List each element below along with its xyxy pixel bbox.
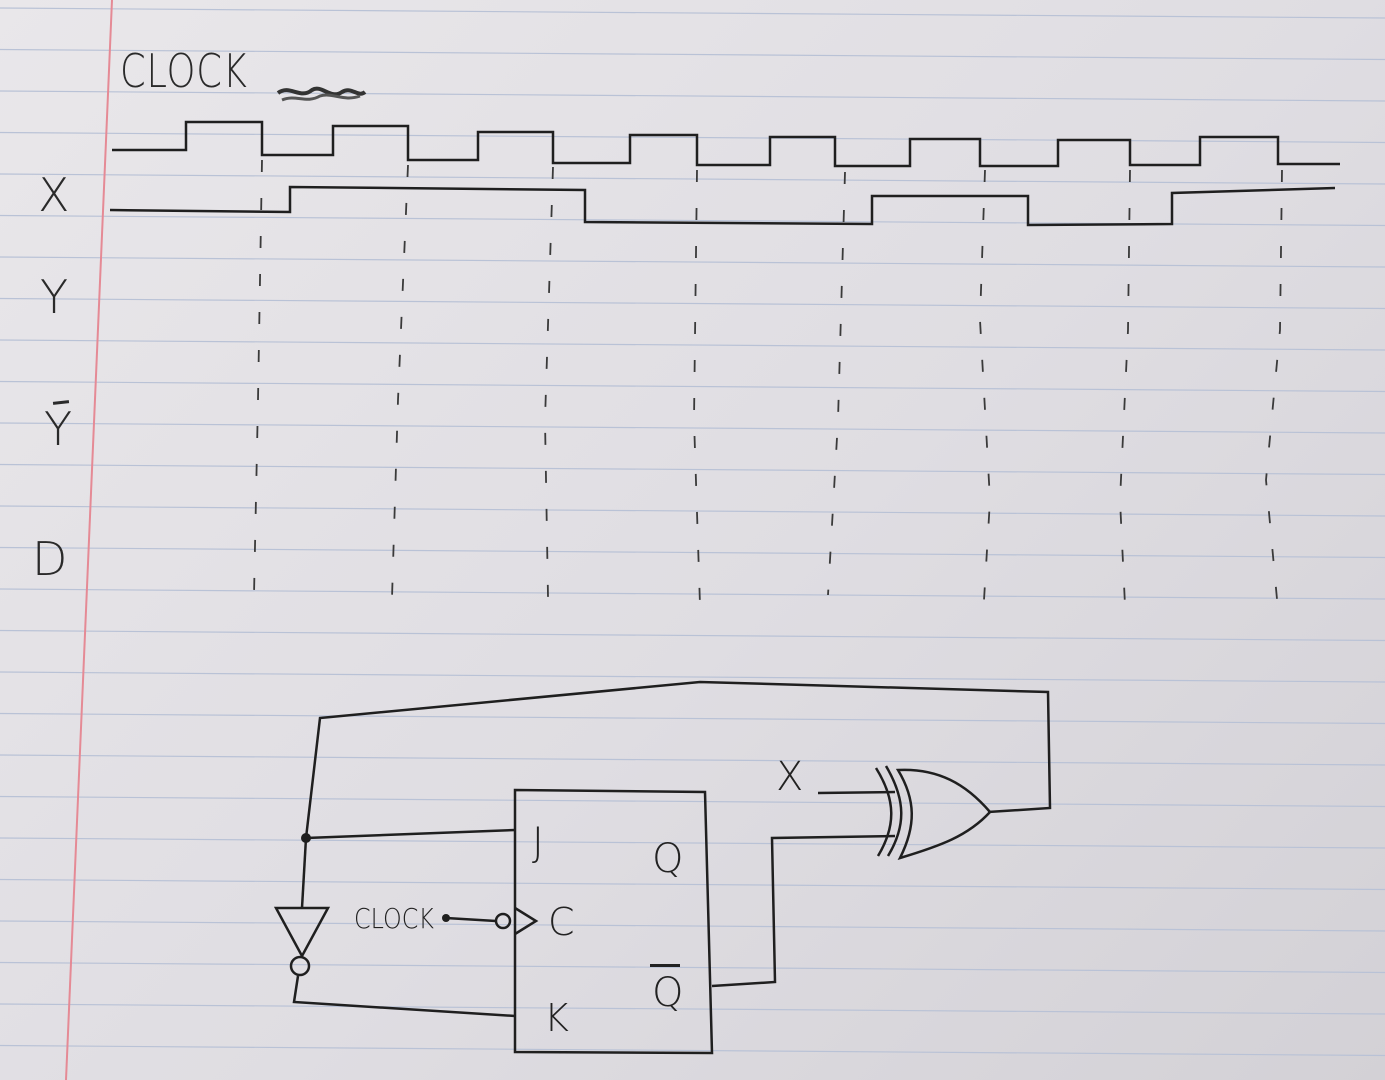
rule-line [0, 173, 1385, 185]
k-wire [292, 975, 516, 1018]
qbar-overbar [650, 964, 680, 967]
rule-line [0, 920, 1385, 932]
x-waveform [109, 185, 1336, 227]
ink-scribble [276, 86, 367, 97]
rule-line [0, 131, 1385, 144]
clock-edge-triangle [514, 906, 539, 936]
rule-line [0, 297, 1385, 310]
jk-flipflop-box [513, 788, 714, 1055]
x-input-label: X [776, 754, 804, 800]
row-label-d: D [32, 532, 68, 586]
q-output-label: Q [652, 836, 684, 882]
rule-line [0, 712, 1385, 725]
rule-line [0, 7, 1385, 19]
j-wire [305, 828, 516, 840]
rule-line [0, 90, 1385, 102]
clock-input-label: CLOCK [354, 902, 434, 935]
q-bar-output-label: Q [652, 970, 684, 1016]
row-label-x: X [38, 168, 70, 222]
rule-line [0, 339, 1385, 351]
qbar-wire [711, 834, 896, 988]
rule-line [0, 837, 1385, 849]
rule-line [0, 1044, 1385, 1057]
rule-line [0, 214, 1385, 227]
rule-line [0, 629, 1385, 642]
rule-line [0, 671, 1385, 683]
clock-waveform [112, 120, 1340, 168]
row-label-y: Y [40, 270, 69, 324]
rule-line [0, 422, 1385, 434]
timing-guides [253, 159, 1283, 611]
feedback-wire [304, 680, 1052, 839]
x-input-wire [817, 790, 896, 795]
rule-line [0, 256, 1385, 268]
rule-line [0, 380, 1385, 393]
rule-line [0, 878, 1385, 891]
ruled-lines [0, 7, 1385, 1057]
rule-line [0, 754, 1385, 766]
inverter-bubble [289, 955, 311, 977]
inverter-input-wire [300, 837, 308, 909]
rule-line [0, 546, 1385, 559]
rule-line [0, 795, 1385, 808]
rule-line [0, 463, 1385, 476]
clock-pin-label: C [548, 900, 575, 944]
xor-gate [874, 765, 992, 861]
j-input-label: J [532, 820, 544, 866]
rule-line [0, 1003, 1385, 1015]
margin-line [65, 0, 113, 1080]
clock-label: CLOCK [120, 44, 248, 98]
k-input-label: K [544, 996, 569, 1040]
row-label-y-bar: Y [44, 402, 73, 456]
rule-line [0, 48, 1385, 61]
inverter-gate [273, 906, 331, 959]
clock-wire [445, 916, 497, 923]
rule-line [0, 588, 1385, 600]
rule-line [0, 505, 1385, 517]
rule-line [0, 961, 1385, 974]
ink-scribble-2 [281, 93, 361, 102]
clock-inversion-bubble [494, 912, 512, 930]
